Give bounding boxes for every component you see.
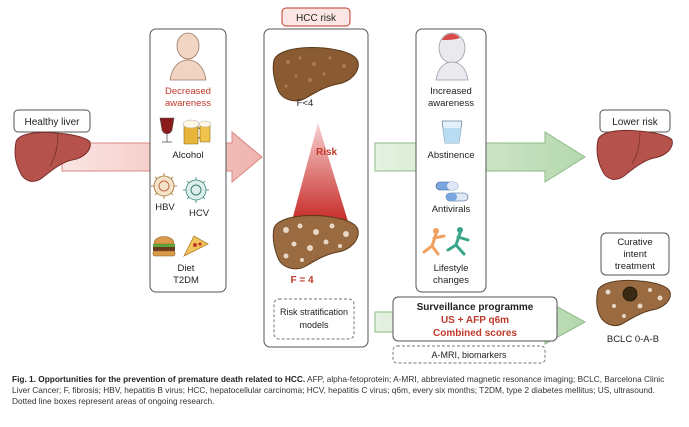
curative-label-2: intent bbox=[623, 249, 647, 260]
diagram-canvas: Healthy liver HCC risk Decreased awarene… bbox=[13, 7, 673, 364]
lower-risk-label: Lower risk bbox=[612, 117, 659, 128]
head-icon bbox=[435, 32, 469, 81]
hcc-risk-box bbox=[281, 7, 351, 27]
head-icon bbox=[169, 32, 207, 81]
awareness-label: awareness bbox=[165, 98, 211, 109]
antivirals-label: Antivirals bbox=[432, 204, 471, 215]
figure-caption: Fig. 1. Opportunities for the prevention… bbox=[12, 374, 680, 408]
curative-label-3: treatment bbox=[615, 261, 655, 272]
hcc-risk-label: HCC risk bbox=[296, 13, 337, 24]
f-lt4-label: F<4 bbox=[297, 98, 314, 109]
hcv-label: HCV bbox=[189, 208, 210, 219]
risk-strat-label-2: models bbox=[299, 320, 329, 330]
changes-label: changes bbox=[433, 275, 469, 286]
increased-label: Increased bbox=[430, 86, 472, 97]
amri-box bbox=[392, 345, 546, 364]
surveillance-box bbox=[392, 296, 558, 342]
runners-icon bbox=[422, 227, 470, 256]
pill-icon bbox=[435, 181, 469, 202]
surveillance-scores: Combined scores bbox=[433, 328, 517, 339]
healthy-liver-label: Healthy liver bbox=[24, 117, 80, 128]
risk-factors-box bbox=[149, 28, 227, 293]
risk-label: Risk bbox=[316, 147, 338, 158]
virus-icon bbox=[183, 177, 209, 203]
diet-label: Diet bbox=[178, 263, 195, 274]
water-glass-icon bbox=[441, 120, 463, 144]
caption-text: AFP, alpha-fetoprotein; A-MRI, abbreviat… bbox=[12, 374, 665, 407]
f-eq4-label: F = 4 bbox=[290, 275, 314, 286]
bclc-label: BCLC 0-A-B bbox=[607, 334, 659, 345]
liver-icon bbox=[596, 279, 671, 327]
abstinence-label: Abstinence bbox=[427, 150, 474, 161]
amri-label: A-MRI, biomarkers bbox=[431, 350, 507, 360]
virus-icon bbox=[151, 173, 177, 199]
decreased-label: Decreased bbox=[165, 86, 211, 97]
beer-icon bbox=[182, 119, 212, 145]
pizza-icon bbox=[183, 235, 209, 257]
risk-stratification-box bbox=[273, 298, 355, 340]
prevention-box bbox=[415, 28, 487, 293]
surveillance-title: Surveillance programme bbox=[417, 302, 534, 313]
curative-label-1: Curative bbox=[617, 237, 652, 248]
healthy-liver-icon bbox=[14, 131, 91, 182]
wine-icon bbox=[159, 117, 175, 143]
liver-icon bbox=[596, 129, 673, 180]
caption-title: Fig. 1. Opportunities for the prevention… bbox=[12, 374, 306, 384]
hbv-label: HBV bbox=[155, 202, 175, 213]
risk-triangle bbox=[290, 123, 350, 228]
lifestyle-label: Lifestyle bbox=[434, 263, 469, 274]
t2dm-label: T2DM bbox=[173, 275, 199, 286]
risk-strat-label-1: Risk stratification bbox=[280, 307, 348, 317]
burger-icon bbox=[152, 236, 176, 257]
liver-icon bbox=[272, 215, 359, 270]
alcohol-label: Alcohol bbox=[172, 150, 203, 161]
awareness2-label: awareness bbox=[428, 98, 474, 109]
curative-box bbox=[600, 232, 670, 276]
healthy-liver-box bbox=[13, 109, 91, 133]
surveillance-us: US + AFP q6m bbox=[441, 315, 509, 326]
liver-icon bbox=[272, 47, 359, 102]
